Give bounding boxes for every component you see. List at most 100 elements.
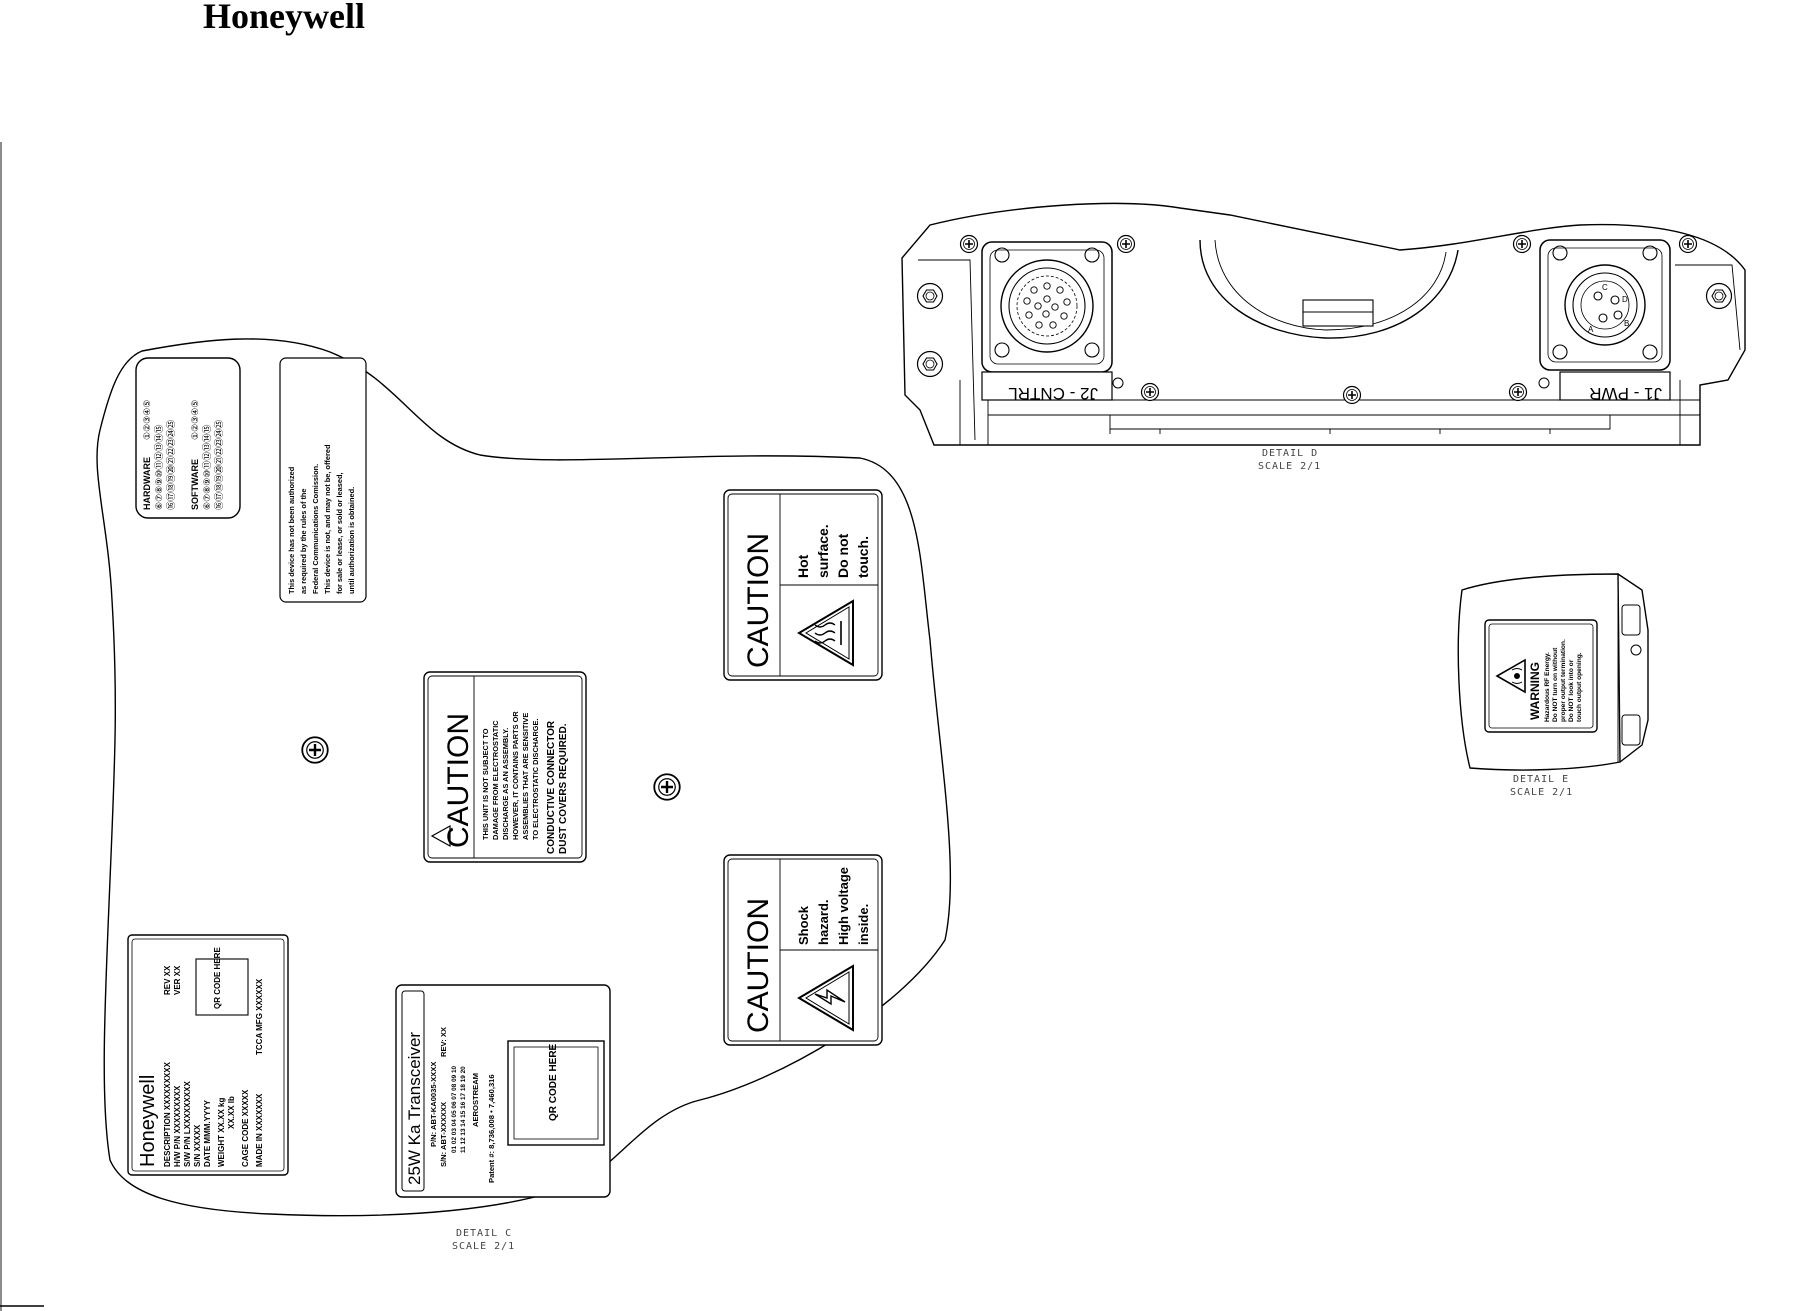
nameplate-label: Honeywell DESCRIPTION XXXXXXXXX H/W P/N …	[127, 934, 289, 1176]
detail-e-side	[1617, 573, 1649, 763]
nameplate-row: XX.XX lb	[227, 1096, 236, 1129]
center-cylinder-boss	[1302, 299, 1374, 327]
caution-text-line: THIS UNIT IS NOT SUBJECT TO	[481, 728, 490, 840]
j1-label-plate	[1559, 371, 1671, 401]
detail-d-pin-hole	[1112, 377, 1124, 389]
caution-text-line: inside.	[856, 904, 871, 945]
screw-icon	[1140, 382, 1160, 402]
transceiver-label: 25W Ka Transceiver P/N: ABT-KA0035-XXXX …	[395, 984, 611, 1198]
j1-pin-label: D	[1622, 295, 1628, 304]
detail-e-scale: SCALE 2/1	[1510, 787, 1573, 798]
caution-bold-line: DUST COVERS REQUIRED.	[558, 723, 569, 854]
detail-d-outline	[901, 202, 1746, 446]
screw-icon	[1116, 234, 1136, 254]
warning-text-line: touch output opening.	[1576, 652, 1583, 722]
j1-connector-label: J1 - PWR	[1589, 384, 1662, 403]
nameplate-row: WEIGHT XX.XX kg	[217, 1098, 226, 1167]
fcc-notice-line: This device has not been authorized	[287, 466, 296, 594]
nameplate-qr-text: QR CODE HERE	[213, 947, 222, 1009]
software-mod-row: ①②③④⑤	[190, 400, 200, 440]
caution-text-line: ASSEMBLIES THAT ARE SENSITIVE	[521, 713, 530, 840]
j2-connector-pins	[1023, 282, 1071, 329]
hardware-mod-row: ①②③④⑤	[142, 400, 152, 440]
caution-text-line: DISCHARGE AS AN ASSEMBLY.	[501, 728, 510, 840]
caution-text-line: DAMAGE FROM ELECTROSTATIC	[491, 720, 500, 840]
esd-caution-label: CAUTION THIS UNIT IS NOT SUBJECT TO DAMA…	[423, 671, 587, 863]
warning-text-line: Do NOT look into or	[1568, 659, 1575, 722]
transceiver-pn: P/N: ABT-KA0035-XXXX	[429, 1062, 438, 1147]
nameplate-row: S/W P/N LXXXXXXXXX	[183, 1081, 192, 1167]
warning-text-line: Hazardous RF Energy.	[1544, 652, 1551, 722]
detail-e-tab	[1621, 604, 1641, 636]
software-mod-row: ⑯⑰⑱⑲⑳㉑㉒㉓㉔㉕	[214, 420, 224, 510]
caution-text-line: hazard.	[816, 899, 831, 945]
transceiver-qr-text: QR CODE HERE	[548, 1043, 559, 1121]
detail-e-caption: DETAIL E	[1513, 774, 1569, 785]
nameplate-qr-placeholder	[195, 958, 249, 1016]
detail-c-boundary	[96, 338, 952, 1217]
screw-icon	[1678, 234, 1698, 254]
hot-surface-caution-label: CAUTION Hot surface. Do not touch.	[723, 489, 883, 681]
screw-icon	[959, 234, 979, 254]
j1-pin-label: A	[1588, 325, 1594, 334]
detail-e-hole	[1630, 644, 1642, 656]
screw-icon	[1508, 382, 1528, 402]
shock-hazard-caution-label: CAUTION Shock hazard. High voltage insid…	[723, 854, 883, 1046]
nameplate-brand: Honeywell	[137, 1075, 159, 1167]
warning-text-line: Do NOT turn on without	[1552, 647, 1559, 722]
detail-d-base-recess	[1109, 415, 1611, 430]
nameplate-row: DESCRIPTION XXXXXXXXX	[163, 1061, 172, 1167]
hw-sw-revision-label: HARDWARE ①②③④⑤ ⑥⑦⑧⑨⑩⑪⑫⑬⑭⑮ ⑯⑰⑱⑲⑳㉑㉒㉓㉔㉕ SOF…	[135, 357, 241, 519]
nameplate-ver: VER XX	[173, 965, 182, 995]
warning-text-line: proper output termination.	[1560, 639, 1567, 722]
center-cylinder-bore	[1199, 239, 1459, 339]
caution-text-line: touch.	[855, 536, 871, 578]
caution-text-line: Hot	[795, 554, 811, 578]
esd-warning-icon	[430, 824, 451, 848]
hex-bolt-icon	[916, 350, 944, 378]
electric-shock-icon	[797, 964, 854, 1032]
hot-surface-icon	[797, 599, 854, 667]
caution-text-line: surface.	[815, 524, 831, 578]
detail-d-scale: SCALE 2/1	[1258, 461, 1321, 472]
fcc-notice-line: for sale or lease, or sold or leased,	[335, 472, 344, 594]
hardware-heading: HARDWARE	[142, 457, 152, 510]
fcc-notice-line: as required by the rules of the	[299, 488, 308, 594]
j2-connector-label: J2 - CNTRL	[1008, 384, 1098, 403]
j1-pin-label: C	[1602, 283, 1608, 292]
warning-title: WARNING	[1528, 662, 1542, 720]
detail-d-tick-marks	[1159, 429, 1551, 434]
fcc-notice-label: This device has not been authorized as r…	[279, 357, 367, 603]
hex-bolt-icon	[1705, 282, 1733, 310]
screw-icon	[1342, 385, 1362, 405]
hardware-mod-row: ⑥⑦⑧⑨⑩⑪⑫⑬⑭⑮	[154, 425, 164, 510]
nameplate-row: MADE IN XXXXXXX	[255, 1093, 264, 1167]
j2-control-connector	[981, 241, 1113, 373]
software-mod-row: ⑥⑦⑧⑨⑩⑪⑫⑬⑭⑮	[202, 425, 212, 510]
detail-e-outline	[1457, 573, 1621, 771]
j2-label-plate	[981, 371, 1113, 401]
caution-bold-line: CONDUCTIVE CONNECTOR	[546, 720, 557, 854]
transceiver-qr-placeholder	[507, 1040, 605, 1146]
j1-pin-label: B	[1624, 319, 1629, 328]
transceiver-program: AEROSTREAM	[471, 1073, 480, 1127]
screw-icon	[301, 736, 329, 764]
transceiver-title: 25W Ka Transceiver	[405, 1032, 424, 1185]
caution-title: CAUTION	[442, 713, 475, 848]
caution-text-line: TO ELECTROSTATIC DISCHARGE.	[531, 718, 540, 840]
detail-e-view: WARNING Hazardous RF Energy. Do NOT turn…	[1457, 573, 1649, 798]
hardware-mod-row: ⑯⑰⑱⑲⑳㉑㉒㉓㉔㉕	[166, 420, 176, 510]
caution-text-line: High voltage	[836, 867, 851, 945]
detail-e-tab	[1621, 714, 1641, 746]
transceiver-mod-row: 11 12 13 14 15 16 17 18 19 20	[460, 1066, 467, 1153]
center-cylinder-inner	[1214, 239, 1447, 331]
caution-text-line: HOWEVER, IT CONTAINS PARTS OR	[511, 711, 520, 840]
detail-c-view: HARDWARE ①②③④⑤ ⑥⑦⑧⑨⑩⑪⑫⑬⑭⑮ ⑯⑰⑱⑲⑳㉑㉒㉓㉔㉕ SOF…	[96, 338, 952, 1252]
brand-logo: Honeywell	[203, 0, 365, 36]
caution-text-line: Shock	[796, 905, 811, 945]
j1-connector-pins	[1593, 291, 1623, 323]
nameplate-rev: REV XX	[163, 965, 172, 995]
screw-icon	[653, 773, 681, 801]
hex-bolt-icon	[916, 282, 944, 310]
detail-c-caption: DETAIL C	[456, 1228, 512, 1239]
